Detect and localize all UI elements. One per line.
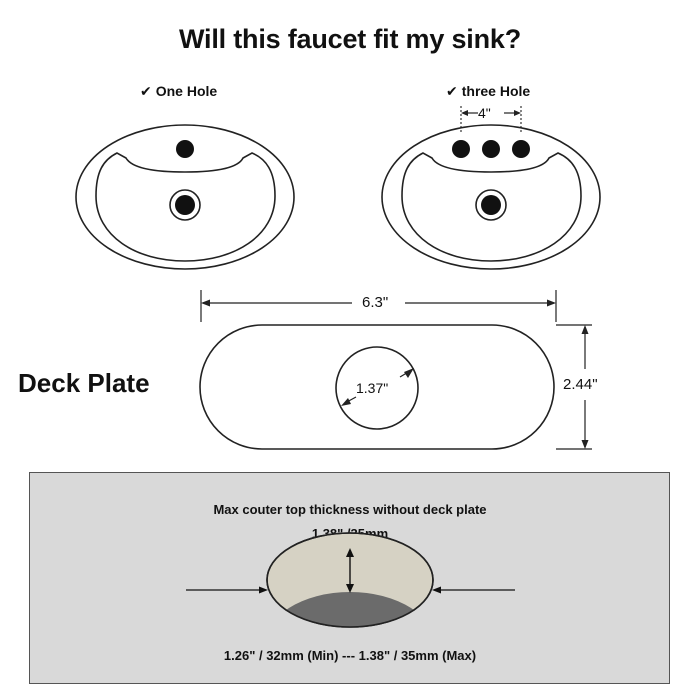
sink-rim-outer [75, 124, 295, 270]
arrow-head [514, 110, 521, 116]
checkmark-icon: ✔ [140, 83, 152, 99]
countertop-heading: Max couter top thickness without deck pl… [213, 502, 487, 517]
arrow-head [581, 440, 589, 449]
deck-height-label: 2.44" [563, 376, 598, 393]
arrow-head [201, 299, 210, 307]
drain-ring [475, 189, 507, 221]
arrow-head [346, 584, 354, 593]
drain-ring [169, 189, 201, 221]
faucet-hole-center [482, 140, 500, 158]
sink-basin-outline [95, 152, 276, 262]
deck-hole-label: 1.37" [356, 380, 389, 396]
faucet-hole [176, 140, 194, 158]
arrow-head [581, 325, 589, 334]
arrow-head [259, 586, 268, 594]
three-hole-text: three Hole [461, 83, 531, 99]
one-hole-label: ✔One Hole [140, 83, 217, 100]
sink-rim-outer [381, 124, 601, 270]
faucet-hole-right [512, 140, 530, 158]
arrow-head [341, 398, 351, 406]
deck-plate-diagram [199, 290, 592, 450]
thickness-range-label: 1.26" / 32mm (Min) --- 1.38" / 35mm (Max… [223, 648, 477, 663]
arrow-head [404, 368, 414, 378]
sink-basin-outline [401, 152, 582, 262]
checkmark-icon: ✔ [446, 83, 458, 99]
arrow-head [346, 548, 354, 557]
drain-hole [175, 195, 195, 215]
drain-hole [481, 195, 501, 215]
deck-plate-outline [199, 324, 555, 450]
arrow-head [461, 110, 468, 116]
deck-plate-title: Deck Plate [18, 368, 150, 398]
page-title: Will this faucet fit my sink? [178, 24, 521, 54]
faucet-hole-left [452, 140, 470, 158]
arrow-head [547, 299, 556, 307]
deck-plate-hole [335, 346, 419, 430]
one-hole-sink [75, 124, 295, 270]
three-hole-sink [381, 106, 601, 270]
deck-width-label: 6.3" [362, 294, 389, 311]
sink-diagrams [75, 106, 601, 450]
spacing-label: 4" [478, 105, 491, 121]
one-hole-text: One Hole [155, 83, 218, 99]
countertop-hole-shadow [267, 592, 433, 627]
three-hole-label: ✔three Hole [446, 83, 530, 100]
arrow-head [432, 586, 441, 594]
